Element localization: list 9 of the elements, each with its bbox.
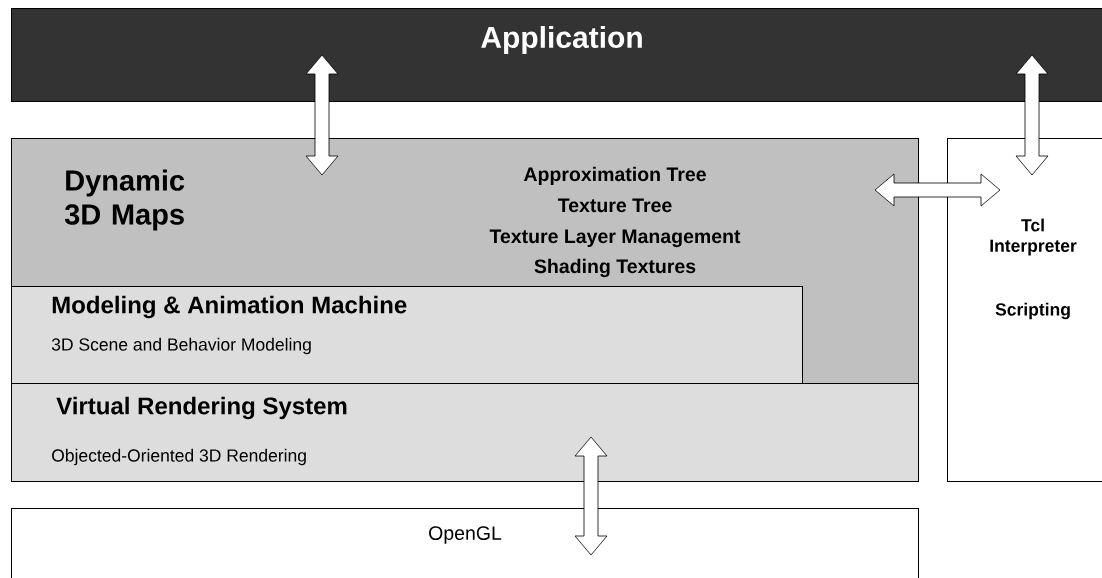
layer-box: Tcl Interpreter Scripting — [947, 138, 1102, 482]
double-arrow — [874, 173, 1001, 207]
double-arrow — [305, 54, 339, 176]
layer-box: Virtual Rendering System Objected-Oriented 3D Rendering — [11, 383, 919, 482]
layer-box: Modeling & Animation Machine 3D Scene and Behavior Modeling — [11, 286, 803, 384]
double-arrow — [574, 436, 608, 556]
layer-box: Application — [11, 8, 1102, 102]
double-arrow — [1015, 54, 1049, 176]
layer-box: OpenGL — [11, 508, 919, 578]
